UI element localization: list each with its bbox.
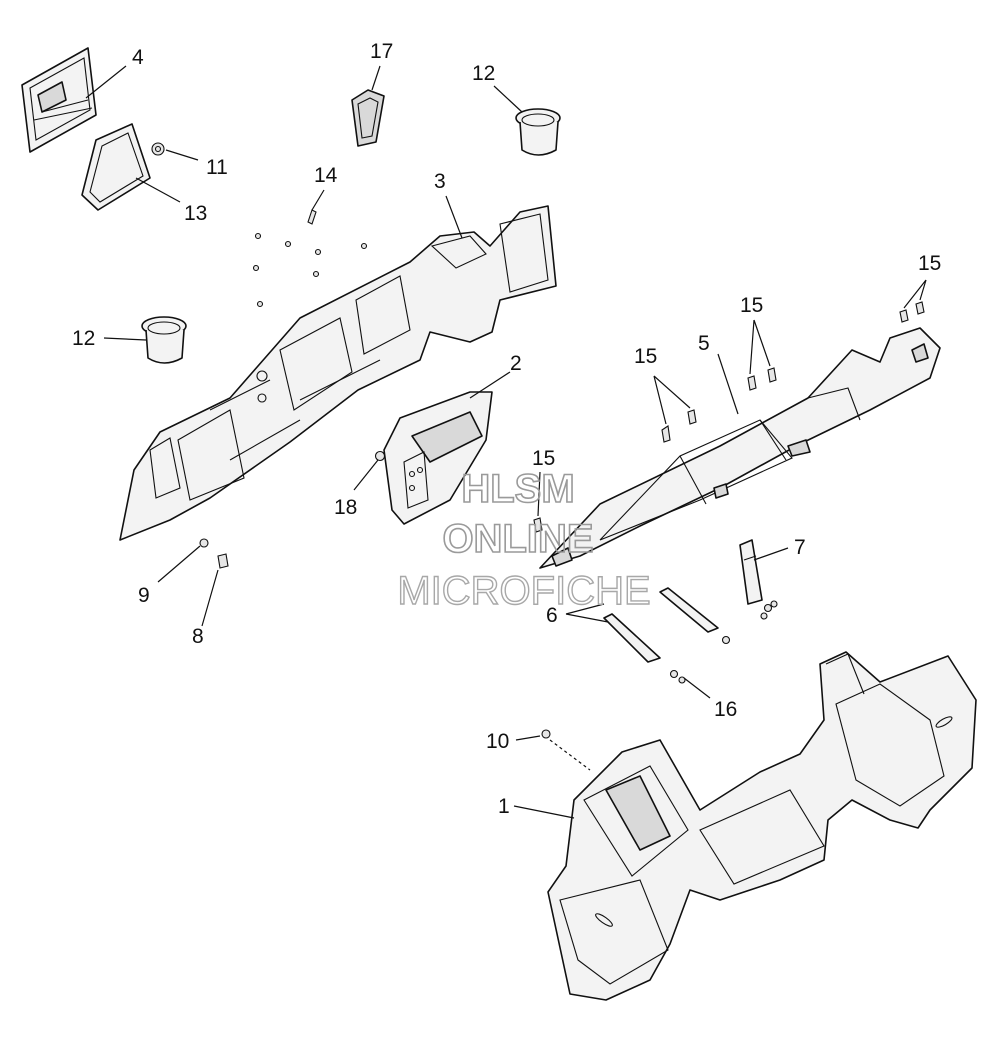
part-18-clip: [374, 450, 386, 462]
callout-3: 3: [434, 170, 446, 193]
callout-12-top: 12: [472, 62, 495, 85]
part-12-cupholder-top: [515, 108, 561, 156]
part-3-dash-panel: [119, 205, 557, 541]
callout-2: 2: [510, 352, 522, 375]
watermark-line-1: HLSM: [461, 467, 574, 511]
callout-15-a: 15: [634, 345, 657, 368]
part-13-gasket: [81, 123, 151, 211]
callout-4: 4: [132, 46, 144, 69]
callout-16: 16: [714, 698, 737, 721]
callout-17: 17: [370, 40, 393, 63]
part-10-screw: [541, 729, 591, 771]
part-5-upper-shelf: [539, 327, 941, 569]
part-1-lower-base: [547, 651, 977, 1001]
watermark-line-3: MICROFICHE: [397, 569, 650, 613]
callout-14: 14: [314, 164, 338, 187]
callout-18: 18: [334, 496, 357, 519]
callout-9: 9: [138, 584, 150, 607]
callout-13: 13: [184, 202, 207, 225]
part-16-screws: [669, 635, 731, 684]
callout-8: 8: [192, 625, 204, 648]
callout-15-c: 15: [918, 252, 941, 275]
callout-7: 7: [794, 536, 806, 559]
part-7-bracket: [739, 539, 778, 620]
part-12-cupholder-left: [141, 316, 187, 364]
part-15-clips: [533, 301, 925, 533]
callout-15-d: 15: [532, 447, 555, 470]
part-6-braces: [603, 587, 719, 663]
watermark-line-2: ONLINE: [442, 517, 593, 561]
part-4-bezel: [21, 47, 97, 153]
part-11-nut: [151, 142, 165, 156]
callout-11: 11: [206, 156, 228, 179]
callout-1: 1: [498, 795, 510, 818]
part-2-switch-panel: [383, 391, 493, 525]
leader-lines: [85, 65, 927, 819]
watermark: HLSM ONLINE MICROFICHE: [397, 466, 652, 614]
callout-10: 10: [486, 730, 509, 753]
part-9-screw: [199, 538, 209, 548]
callout-12-left: 12: [72, 327, 95, 350]
callout-6: 6: [546, 604, 558, 627]
part-8-clip: [217, 553, 229, 569]
part-14-screws: [252, 209, 368, 308]
part-17-vent: [351, 89, 385, 147]
callout-5: 5: [698, 332, 710, 355]
callout-15-b: 15: [740, 294, 763, 317]
